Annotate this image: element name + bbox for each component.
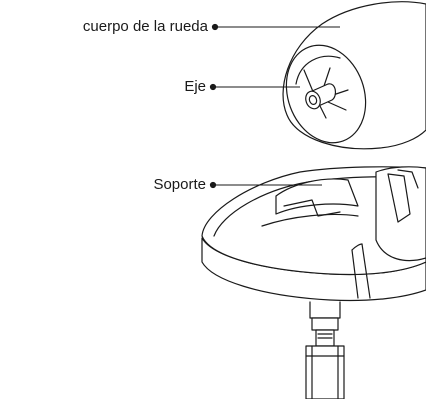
callout-stand	[209, 181, 322, 189]
stand-stem	[305, 301, 345, 400]
stand-label: Soporte	[153, 176, 206, 193]
callout-wheel-body	[211, 23, 340, 31]
wheel-body	[282, 1, 426, 150]
axle	[303, 67, 349, 119]
wheel-body-label: cuerpo de la rueda	[82, 18, 208, 35]
stand	[201, 166, 426, 302]
callout-axle	[209, 83, 300, 91]
axle-label: Eje	[184, 78, 206, 95]
